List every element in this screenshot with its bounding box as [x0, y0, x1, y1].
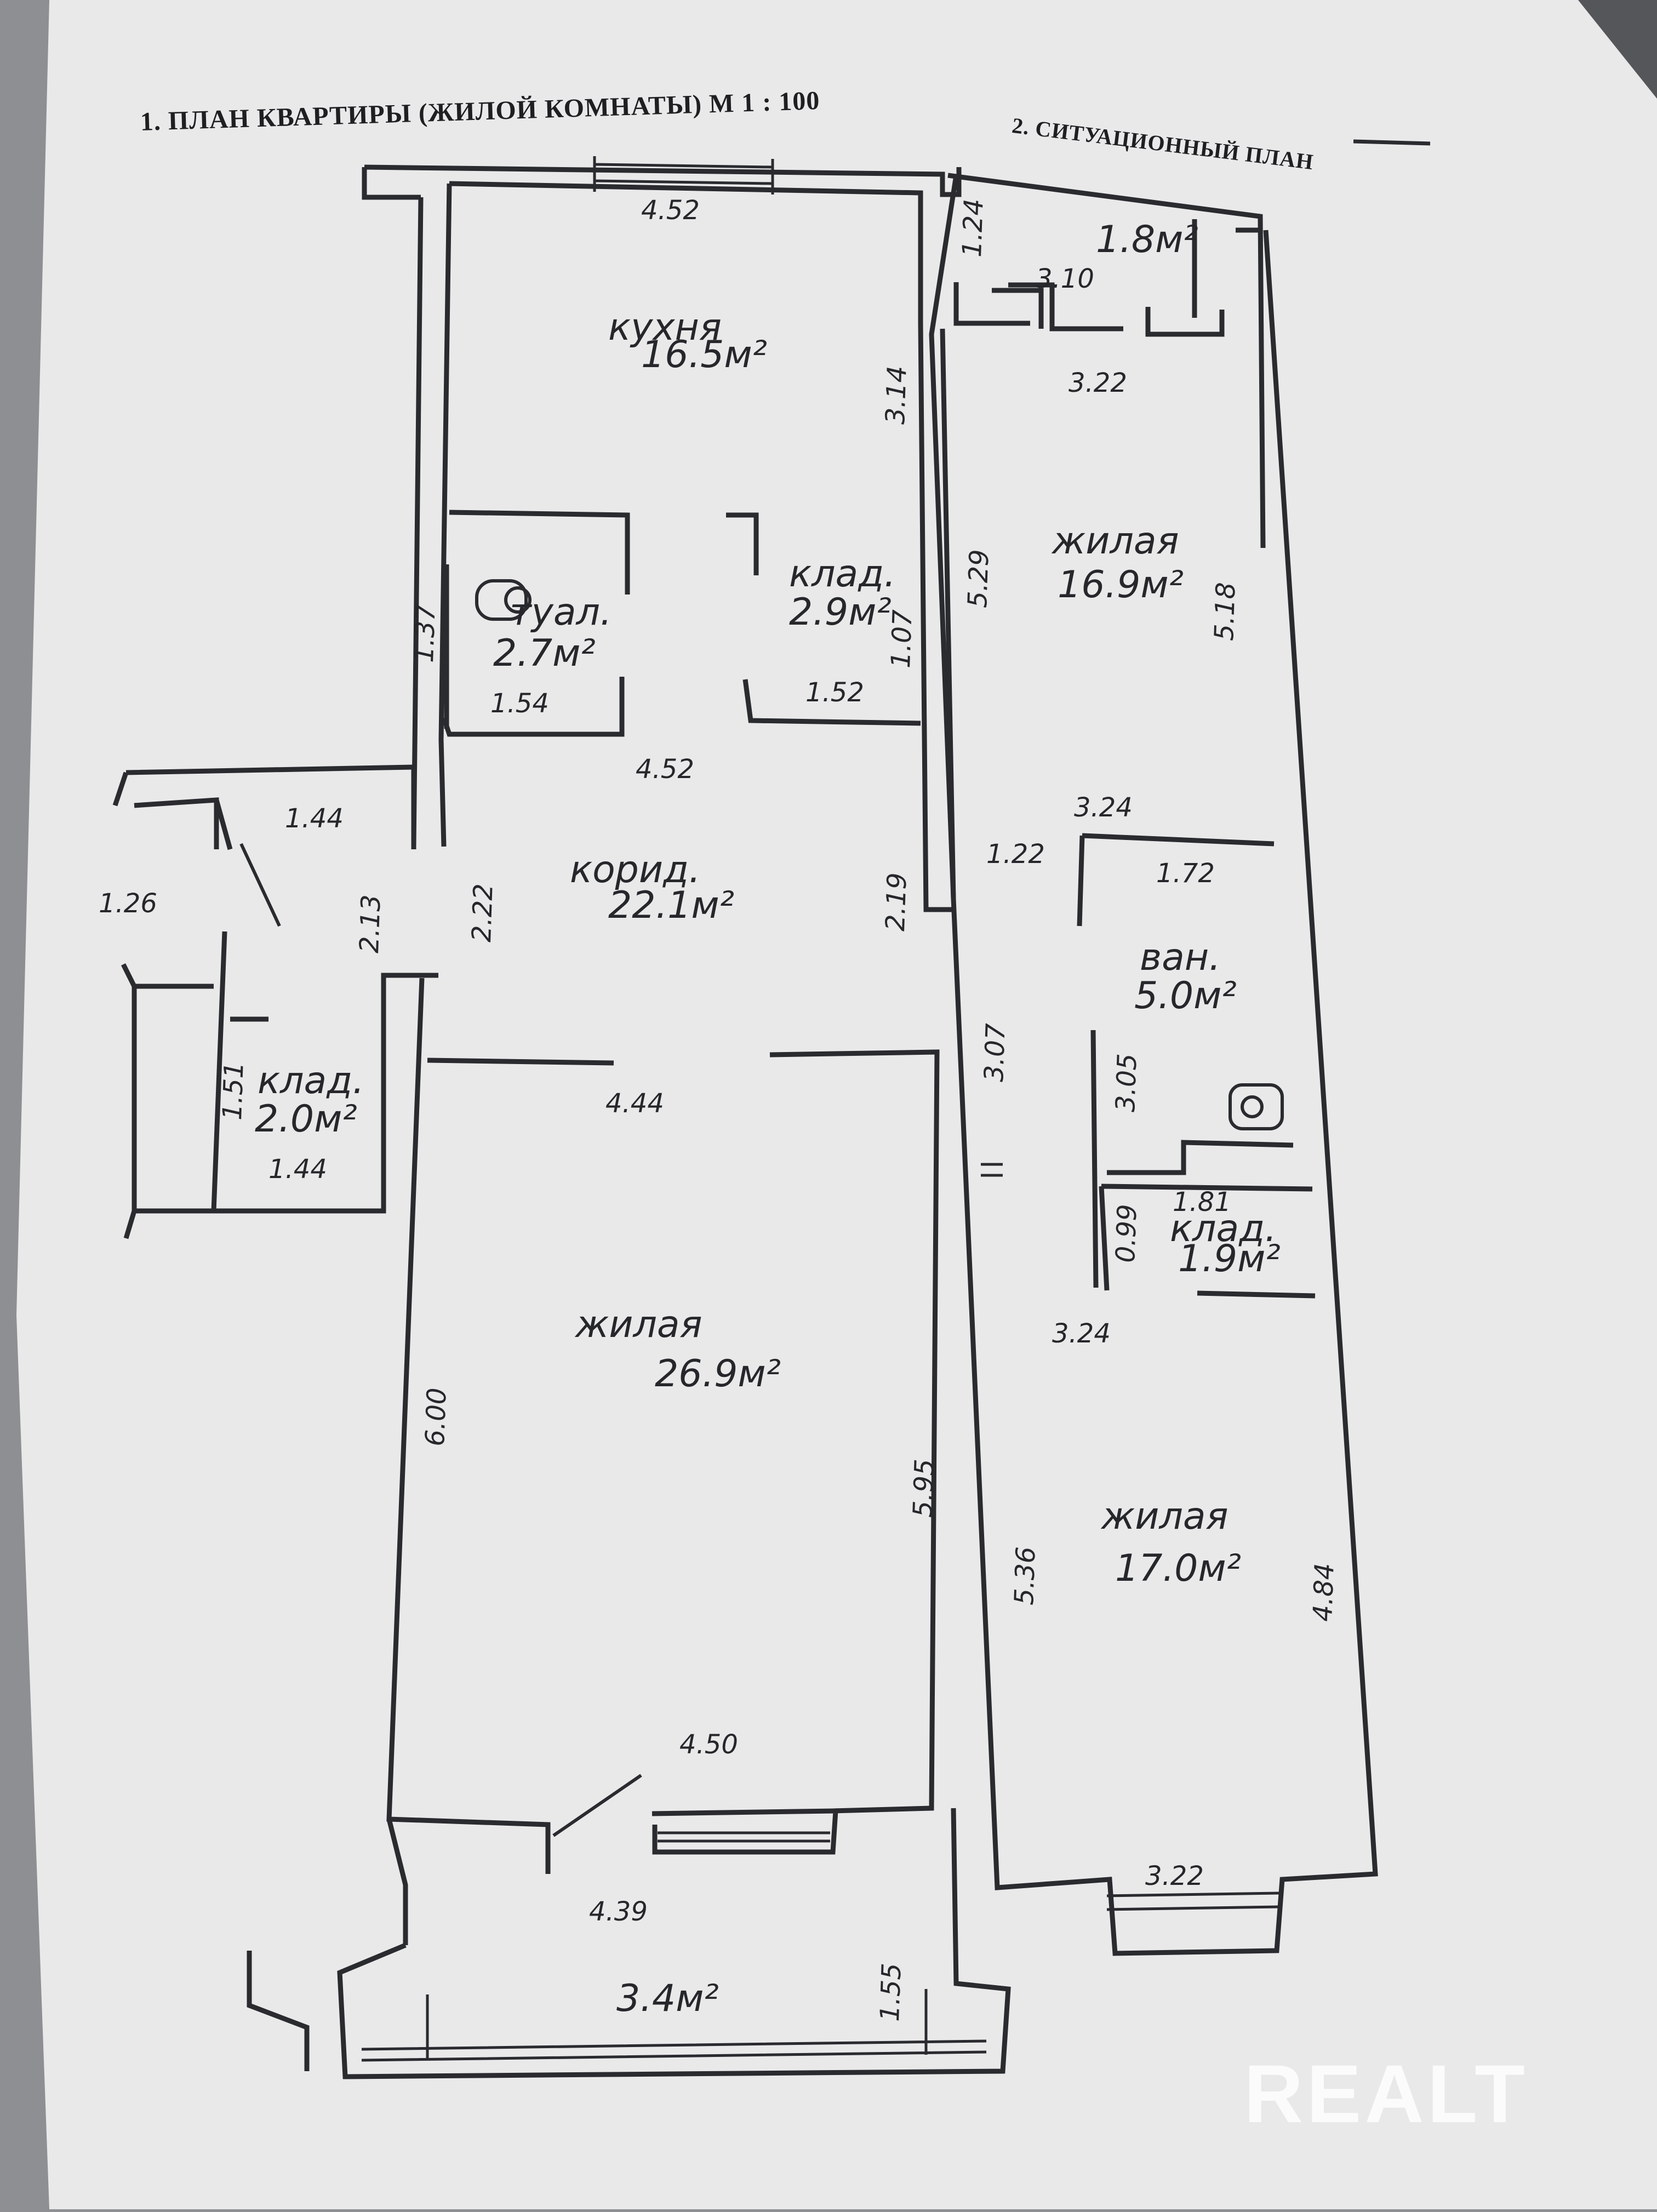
- dim-hall-width: 3.10: [1036, 264, 1094, 294]
- room-corridor-area: 22.1м²: [608, 884, 734, 927]
- wall-bath: [1090, 1030, 1294, 1288]
- paper-shadow: [1578, 0, 1657, 99]
- wall-balcony-left: [247, 1951, 310, 2071]
- dim-balcony-side: 1.55: [875, 1963, 907, 2022]
- sink-fixture: [1229, 1083, 1284, 1130]
- room-toilet-area: 2.7м²: [493, 632, 596, 675]
- dim-pantry1-width: 1.52: [805, 677, 864, 708]
- dim-corridor-top: 4.52: [636, 754, 694, 785]
- room-bath-area: 5.0м²: [1134, 974, 1237, 1018]
- wall-pantry1-right: [918, 323, 953, 912]
- toilet-fixture: [475, 579, 528, 621]
- wall-right: [929, 175, 1378, 1956]
- room-balcony1-area: 3.4м²: [616, 1977, 719, 2020]
- room-living3-area: 17.0м²: [1115, 1547, 1241, 1590]
- wall-top: [362, 164, 962, 847]
- dim-annex-top: 1.44: [285, 803, 344, 834]
- balcony-rail: [361, 1989, 987, 2062]
- wall-hall: [953, 282, 1123, 331]
- dim-living1-top: 3.22: [1069, 368, 1127, 398]
- dim-corridor-left: 2.22: [466, 883, 499, 943]
- wall-top-right: [947, 173, 1266, 548]
- dim-passage: 2.13: [354, 894, 387, 954]
- dim-hall-side: 1.24: [957, 198, 990, 258]
- dim-pantry3-width: 1.81: [1173, 1187, 1231, 1218]
- dim-living3-right: 4.84: [1307, 1563, 1340, 1622]
- window-living2: [658, 1831, 830, 1843]
- wall-door: [1145, 307, 1225, 337]
- dim-pantry2-width: 1.44: [268, 1154, 327, 1185]
- dim-kitchen-side: 3.14: [880, 365, 913, 425]
- dim-living2-bottom: 4.50: [679, 1729, 738, 1760]
- room-pantry3-name: клад.: [1170, 1207, 1277, 1250]
- dim-living3-top: 3.24: [1052, 1318, 1111, 1349]
- dim-toilet-side: 1.37: [409, 603, 442, 663]
- room-living3-name: жилая: [1100, 1495, 1229, 1538]
- wall-balcony: [337, 1808, 1011, 2079]
- room-toilet-name: туал.: [510, 591, 612, 634]
- dim-living2-left: 6.00: [420, 1387, 453, 1447]
- wall-window-bottom: [652, 1808, 838, 1855]
- room-pantry2-name: клад.: [258, 1059, 364, 1102]
- wall-pantry2-left: [121, 963, 214, 1239]
- dim-living2-right: 5.95: [907, 1459, 940, 1518]
- wall-right-stub: [1192, 219, 1260, 318]
- window-kitchen: [593, 156, 774, 195]
- wall-living2-left: [386, 978, 551, 1945]
- realt-watermark: REALT: [1244, 2048, 1528, 2140]
- dim-bath-door: 1.22: [986, 839, 1045, 870]
- room-pantry1-area: 2.9м²: [789, 591, 892, 634]
- room-bath-name: ван.: [1140, 936, 1221, 979]
- wall-living2-top: [427, 1049, 940, 1814]
- dim-living3-left: 5.36: [1009, 1546, 1042, 1606]
- wall-mid: [940, 328, 956, 899]
- wall-stub: [992, 288, 1044, 329]
- dim-corridor-right: 2.19: [880, 872, 913, 932]
- room-living1-area: 16.9м²: [1058, 563, 1184, 607]
- dim-annex-side: 1.26: [99, 888, 157, 919]
- dim-pantry3-side: 0.99: [1110, 1204, 1143, 1264]
- wall-kitchen: [438, 181, 923, 847]
- door-annex: [239, 843, 281, 927]
- door-mark: [981, 1163, 1003, 1177]
- wall-pantry3: [1099, 1184, 1316, 1299]
- room-living2-name: жилая: [574, 1303, 702, 1346]
- room-living2-area: 26.9м²: [655, 1352, 781, 1396]
- dim-living1-bottom: 3.24: [1074, 792, 1133, 823]
- window-living3: [1106, 1891, 1280, 1911]
- dim-pantry2-side: 1.51: [217, 1061, 250, 1121]
- wall-annex-top: [112, 764, 416, 850]
- wall-pantry2: [211, 931, 438, 1214]
- toilet-bowl: [504, 586, 532, 614]
- dim-wall-side: 3.07: [979, 1022, 1012, 1082]
- dim-living1-right: 5.18: [1209, 582, 1242, 642]
- dim-pantry1-side: 1.07: [885, 609, 918, 668]
- room-kitchen-name: кухня: [608, 306, 722, 349]
- dim-kitchen-top: 4.52: [641, 195, 700, 226]
- room-kitchen-area: 16.5м²: [641, 333, 767, 376]
- dim-toilet-width: 1.54: [490, 688, 549, 719]
- dim-living2-top: 4.44: [605, 1088, 664, 1119]
- room-pantry3-area: 1.9м²: [1178, 1237, 1281, 1281]
- door-balcony: [552, 1774, 642, 1837]
- room-balcony2-area: 1.8м²: [1096, 218, 1198, 261]
- dim-bath-top: 1.72: [1156, 858, 1215, 889]
- dim-balcony-width: 4.39: [589, 1896, 648, 1927]
- dim-bath-side: 3.05: [1110, 1053, 1143, 1113]
- room-pantry1-name: клад.: [789, 552, 896, 596]
- dim-living3-bottom: 3.22: [1145, 1861, 1204, 1891]
- dim-living1-left: 5.29: [962, 549, 995, 609]
- line-mark: [1353, 139, 1431, 146]
- paper: [16, 0, 1657, 2209]
- wall-pantry1: [726, 512, 921, 726]
- room-pantry2-area: 2.0м²: [255, 1098, 357, 1141]
- room-living1-name: жилая: [1051, 519, 1179, 563]
- room-corridor-name: корид.: [570, 848, 701, 891]
- sink-bowl: [1241, 1095, 1264, 1118]
- wall-bath-top: [1077, 833, 1275, 927]
